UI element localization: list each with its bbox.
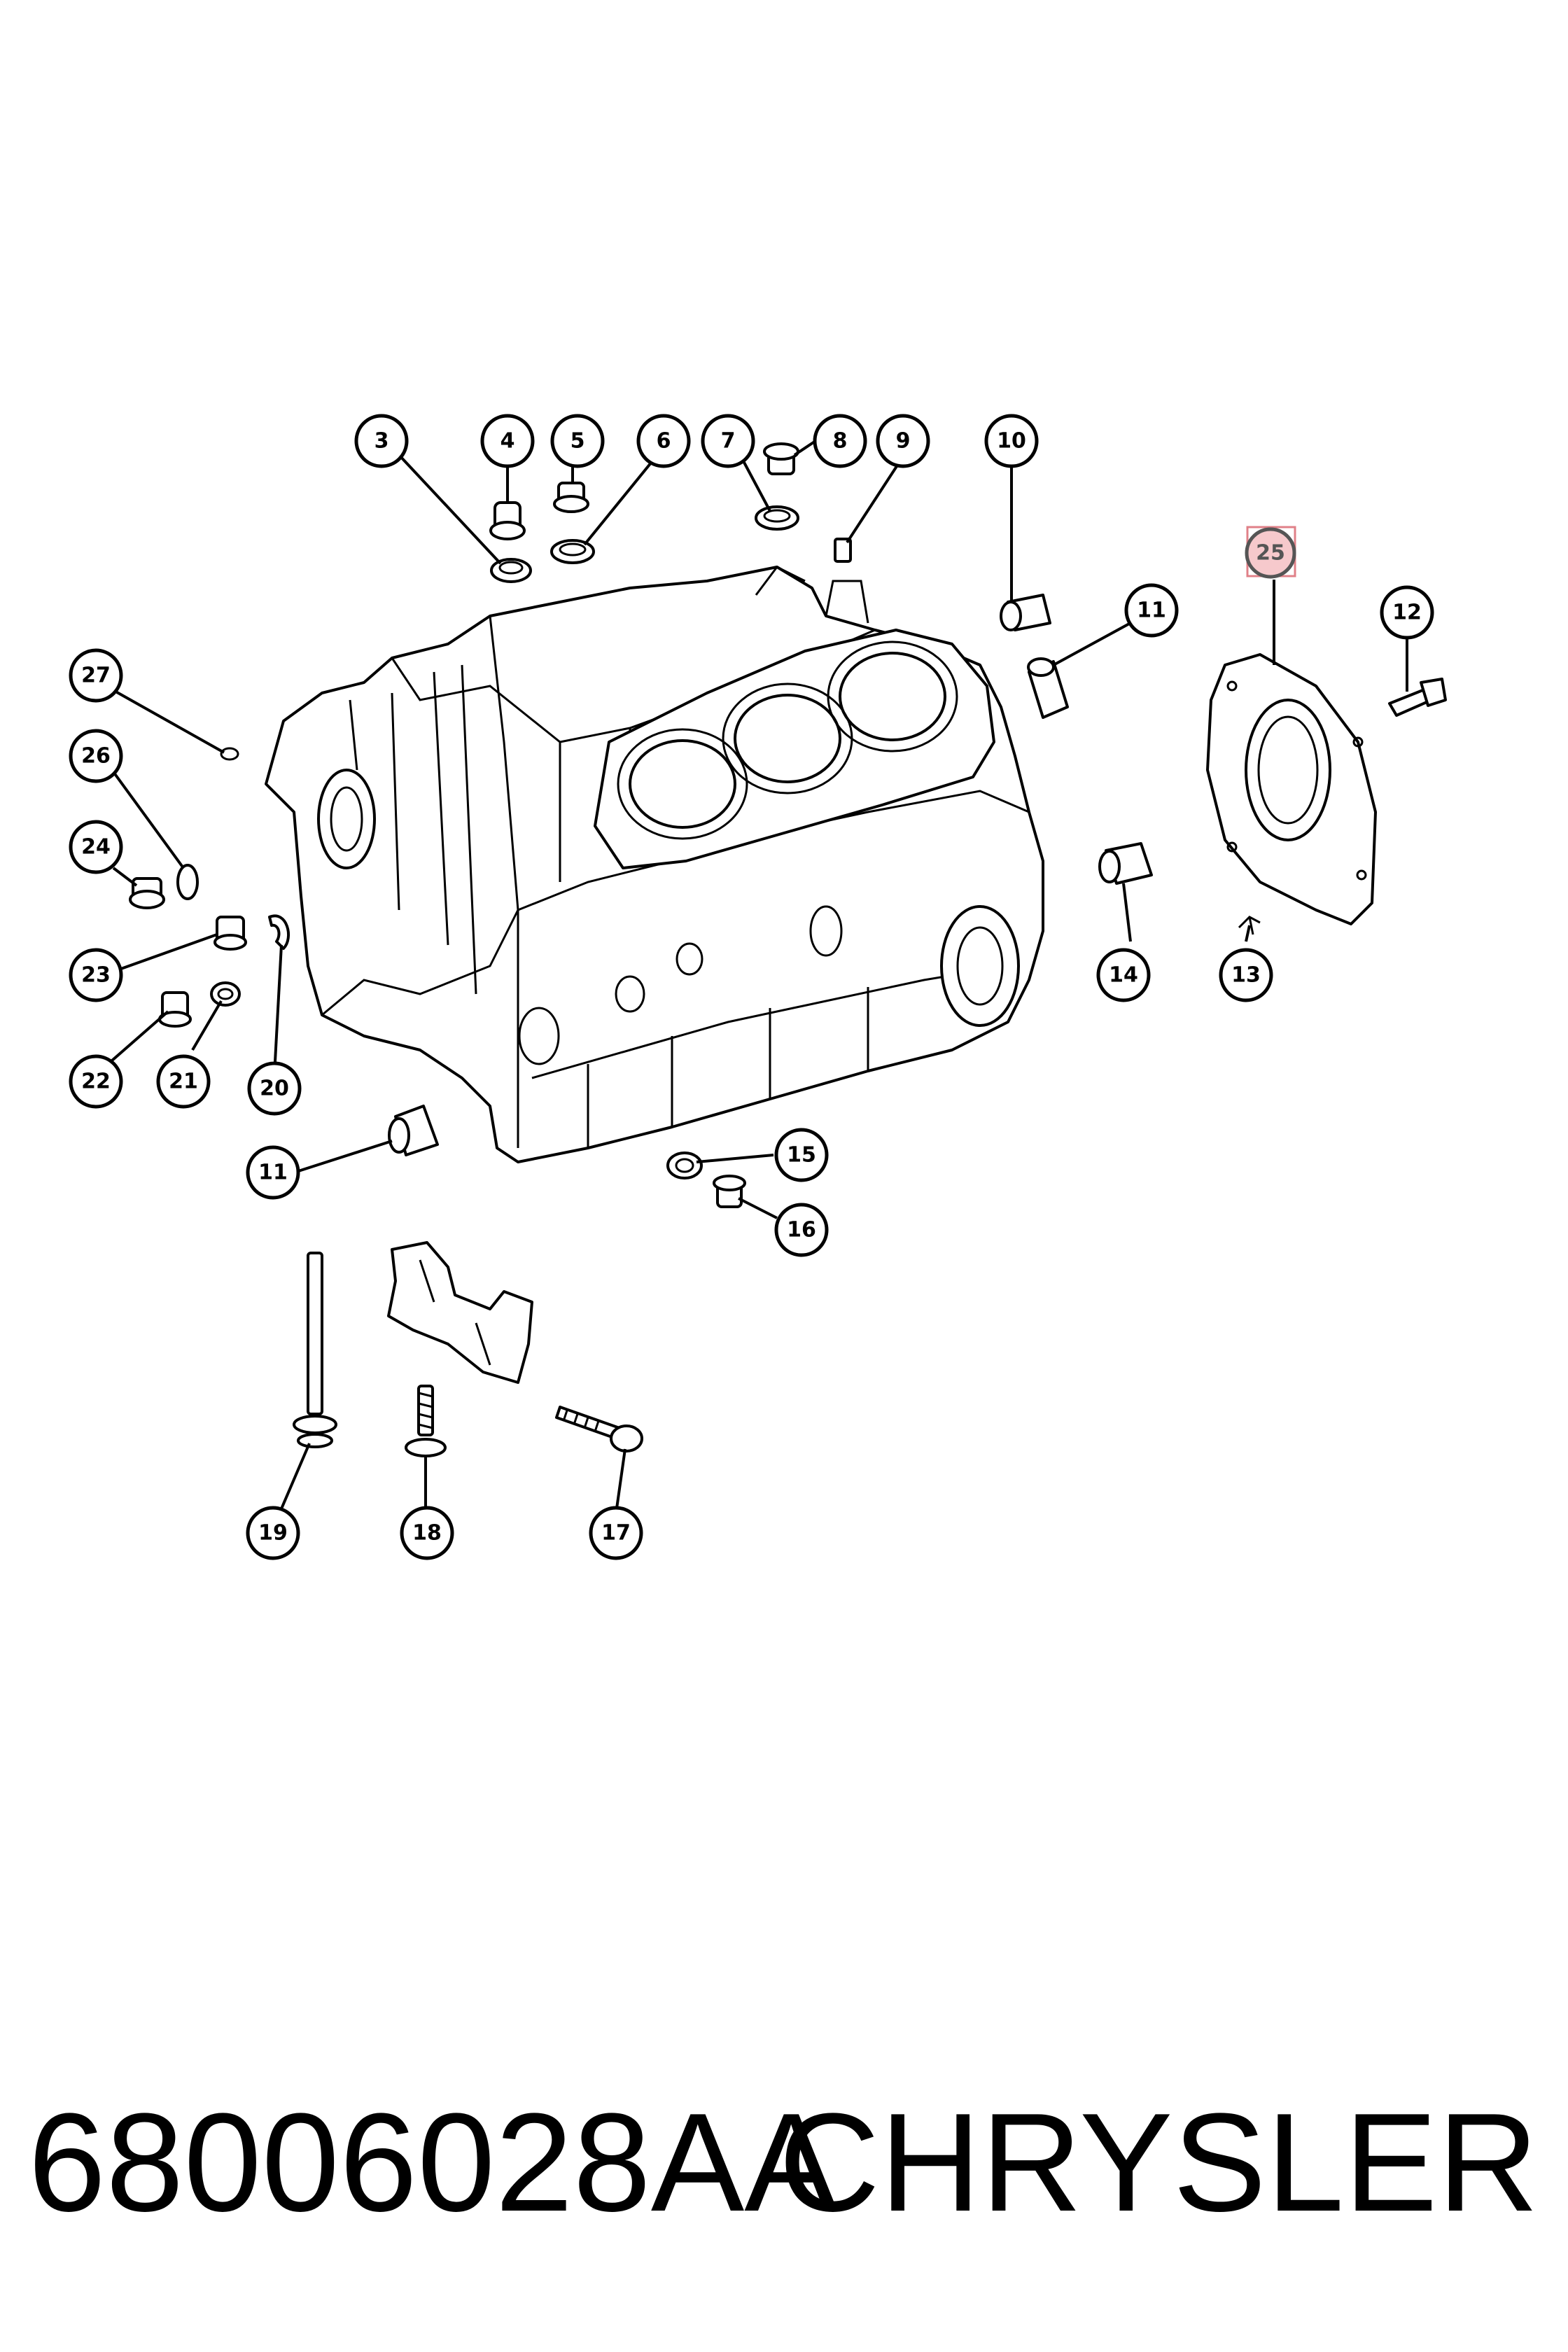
svg-text:4: 4: [500, 429, 515, 454]
svg-text:8: 8: [833, 429, 848, 454]
callout-19: 19: [246, 1506, 300, 1560]
callout-17: 17: [589, 1506, 643, 1560]
svg-text:23: 23: [81, 963, 111, 988]
svg-text:19: 19: [258, 1521, 288, 1546]
clip-13: [1238, 916, 1261, 935]
svg-text:21: 21: [169, 1070, 198, 1094]
plug-3: [490, 558, 532, 583]
plug-5: [553, 482, 589, 513]
callout-25-highlighted: 25: [1245, 527, 1296, 579]
plug-16: [713, 1175, 746, 1208]
plug-22: [158, 991, 192, 1028]
pin-9: [834, 538, 852, 563]
svg-text:5: 5: [570, 429, 585, 454]
svg-text:26: 26: [81, 744, 111, 769]
engine-block: [265, 566, 1044, 1163]
svg-text:20: 20: [260, 1077, 289, 1101]
svg-text:6: 6: [657, 429, 671, 454]
plug-4: [489, 501, 526, 540]
svg-text:25: 25: [1256, 541, 1285, 566]
svg-text:13: 13: [1231, 963, 1261, 988]
seal-21: [210, 981, 241, 1007]
callout-24: 24: [69, 820, 123, 874]
svg-text:17: 17: [601, 1521, 631, 1546]
svg-text:22: 22: [81, 1070, 111, 1094]
seal-7: [755, 505, 799, 531]
rear-seal-retainer-25: [1206, 653, 1377, 925]
callout-22: 22: [69, 1054, 123, 1109]
svg-text:10: 10: [997, 429, 1026, 454]
svg-text:11: 11: [258, 1161, 288, 1185]
plug-8: [763, 442, 799, 475]
bracket: [387, 1241, 533, 1384]
dowel-10: [1000, 594, 1051, 631]
callouts: 3 4 5 6 7 8 9 10 25 11 12 27 26 24 23 22…: [69, 414, 1434, 1560]
bolt-12: [1388, 678, 1447, 717]
bolt-18: [405, 1385, 447, 1457]
callout-11-upper: 11: [1124, 583, 1179, 638]
callout-13: 13: [1219, 948, 1273, 1002]
pin-27: [220, 747, 239, 761]
svg-text:15: 15: [787, 1143, 816, 1168]
callout-4: 4: [480, 414, 535, 468]
callout-21: 21: [156, 1054, 211, 1109]
callout-12: 12: [1380, 585, 1434, 640]
part-number-caption: 68006028AA: [28, 2085, 838, 2241]
plug-24: [129, 877, 165, 909]
callout-7: 7: [701, 414, 755, 468]
plug-23: [214, 916, 247, 951]
callout-18: 18: [400, 1506, 454, 1560]
callout-27: 27: [69, 648, 123, 703]
callout-23: 23: [69, 948, 123, 1002]
callout-20: 20: [247, 1061, 302, 1116]
svg-text:18: 18: [412, 1521, 442, 1546]
callout-16: 16: [774, 1203, 829, 1257]
svg-text:27: 27: [81, 664, 111, 688]
seal-15: [666, 1152, 703, 1180]
callout-14: 14: [1096, 948, 1151, 1002]
dowel-14: [1098, 842, 1153, 885]
svg-text:16: 16: [787, 1218, 816, 1242]
callout-9: 9: [876, 414, 930, 468]
callout-26: 26: [69, 729, 123, 783]
svg-text:9: 9: [896, 429, 911, 454]
bolt-17: [555, 1406, 643, 1452]
callout-5: 5: [550, 414, 605, 468]
svg-text:11: 11: [1137, 598, 1166, 623]
svg-text:24: 24: [81, 835, 111, 860]
svg-text:12: 12: [1392, 601, 1422, 625]
callout-11-lower: 11: [246, 1145, 300, 1200]
stud-19: [293, 1252, 337, 1448]
callout-10: 10: [984, 414, 1039, 468]
svg-text:7: 7: [721, 429, 736, 454]
svg-text:3: 3: [374, 429, 389, 454]
callout-8: 8: [813, 414, 867, 468]
brand-caption: CHRYSLER: [778, 2085, 1539, 2241]
ring-26: [176, 864, 199, 900]
dowel-11-upper: [1027, 657, 1069, 719]
svg-text:14: 14: [1109, 963, 1138, 988]
callout-6: 6: [636, 414, 691, 468]
seal-6: [550, 539, 595, 564]
callout-15: 15: [774, 1128, 829, 1182]
dowel-11-lower: [388, 1105, 439, 1156]
ring-20: [268, 914, 290, 950]
callout-3: 3: [354, 414, 409, 468]
